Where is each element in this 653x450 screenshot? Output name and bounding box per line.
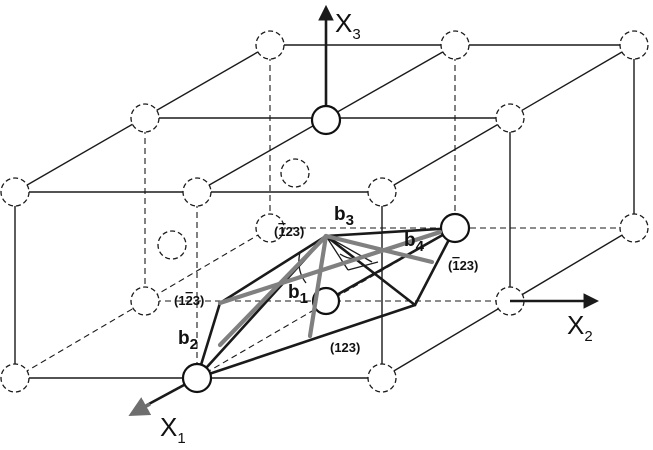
vector-b1-label: b1 xyxy=(288,282,308,307)
atom xyxy=(130,103,160,133)
atom xyxy=(439,212,471,244)
atom xyxy=(255,30,285,60)
plane-label-123: (123) xyxy=(330,340,360,355)
atom xyxy=(367,177,397,207)
atom xyxy=(367,363,397,393)
coordinate-axes xyxy=(128,4,600,416)
plane-labels: (123) (123) (123) (123) xyxy=(174,224,478,355)
x1-axis-label: X1 xyxy=(160,412,186,447)
plane-label-1-neg2-3: (123) xyxy=(174,293,204,308)
atom xyxy=(619,213,649,243)
vector-b2-line xyxy=(217,233,329,348)
atom xyxy=(0,363,30,393)
vector-b4-back-line xyxy=(217,229,443,306)
burgers-vectors xyxy=(217,229,443,348)
vector-b3-label: b3 xyxy=(334,204,354,229)
cube-edges-hidden xyxy=(14,45,634,379)
x2-axis-label: X2 xyxy=(567,310,593,345)
lattice-atoms-hidden xyxy=(0,30,649,393)
vector-b4-line xyxy=(323,233,435,265)
atom xyxy=(157,230,187,260)
atom xyxy=(619,30,649,60)
vector-b4-label: b4 xyxy=(404,230,425,255)
atom xyxy=(181,362,213,394)
atom xyxy=(310,104,342,136)
cube-edges-solid xyxy=(14,44,635,379)
atom xyxy=(130,286,160,316)
atom xyxy=(0,177,30,207)
atom xyxy=(255,213,285,243)
atom xyxy=(495,103,525,133)
x3-axis-label: X3 xyxy=(335,8,361,43)
atom xyxy=(182,177,212,207)
x1-axis-arrow xyxy=(128,397,152,416)
vector-b1-line xyxy=(307,233,329,339)
axis-labels: X3 X2 X1 xyxy=(160,8,593,447)
lattice-atoms-front xyxy=(181,104,471,394)
atom xyxy=(280,158,310,188)
vector-b2-label: b2 xyxy=(178,328,198,353)
atom xyxy=(311,286,341,316)
plane-label-neg1-23-right: (123) xyxy=(448,258,478,273)
vector-labels: b3 b1 b2 b4 xyxy=(178,204,425,353)
plane-label-neg1-23: (123) xyxy=(274,224,304,239)
atom xyxy=(440,30,470,60)
